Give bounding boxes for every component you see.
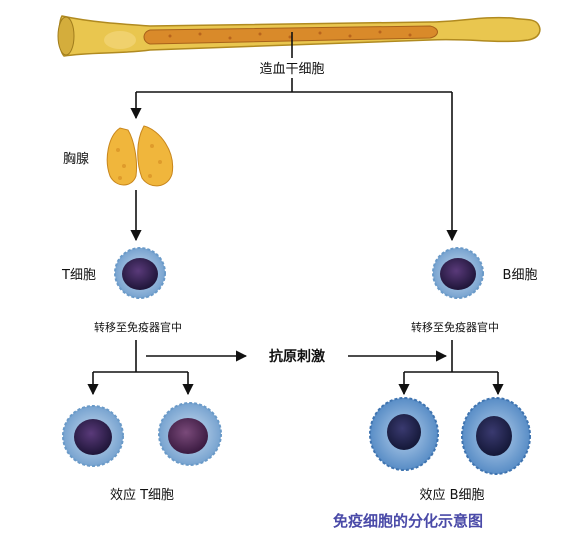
t-cell-label: T细胞: [61, 268, 96, 283]
thymus-illustration: [106, 125, 174, 187]
effector-t-cell-2: [158, 402, 222, 466]
effector-b-cell-1: [369, 397, 439, 471]
t-cell: [114, 247, 166, 299]
thymus-label: 胸腺: [63, 152, 89, 167]
effector-t-cell-1: [62, 405, 124, 467]
transfer-right-label: 转移至免疫器官中: [411, 320, 499, 334]
antigen-stimulation-label: 抗原刺激: [269, 348, 325, 365]
effector-t-label: 效应 T细胞: [110, 487, 174, 503]
transfer-left-label: 转移至免疫器官中: [94, 320, 182, 334]
effector-b-label: 效应 B细胞: [419, 487, 484, 503]
diagram-caption: 免疫细胞的分化示意图: [333, 512, 483, 530]
bone-illustration: [57, 15, 541, 57]
stem-cell-label: 造血干细胞: [259, 62, 324, 77]
b-cell-label: B细胞: [503, 268, 538, 283]
b-cell: [432, 247, 484, 299]
effector-b-cell-2: [461, 397, 531, 475]
connector-lines: [87, 32, 504, 396]
